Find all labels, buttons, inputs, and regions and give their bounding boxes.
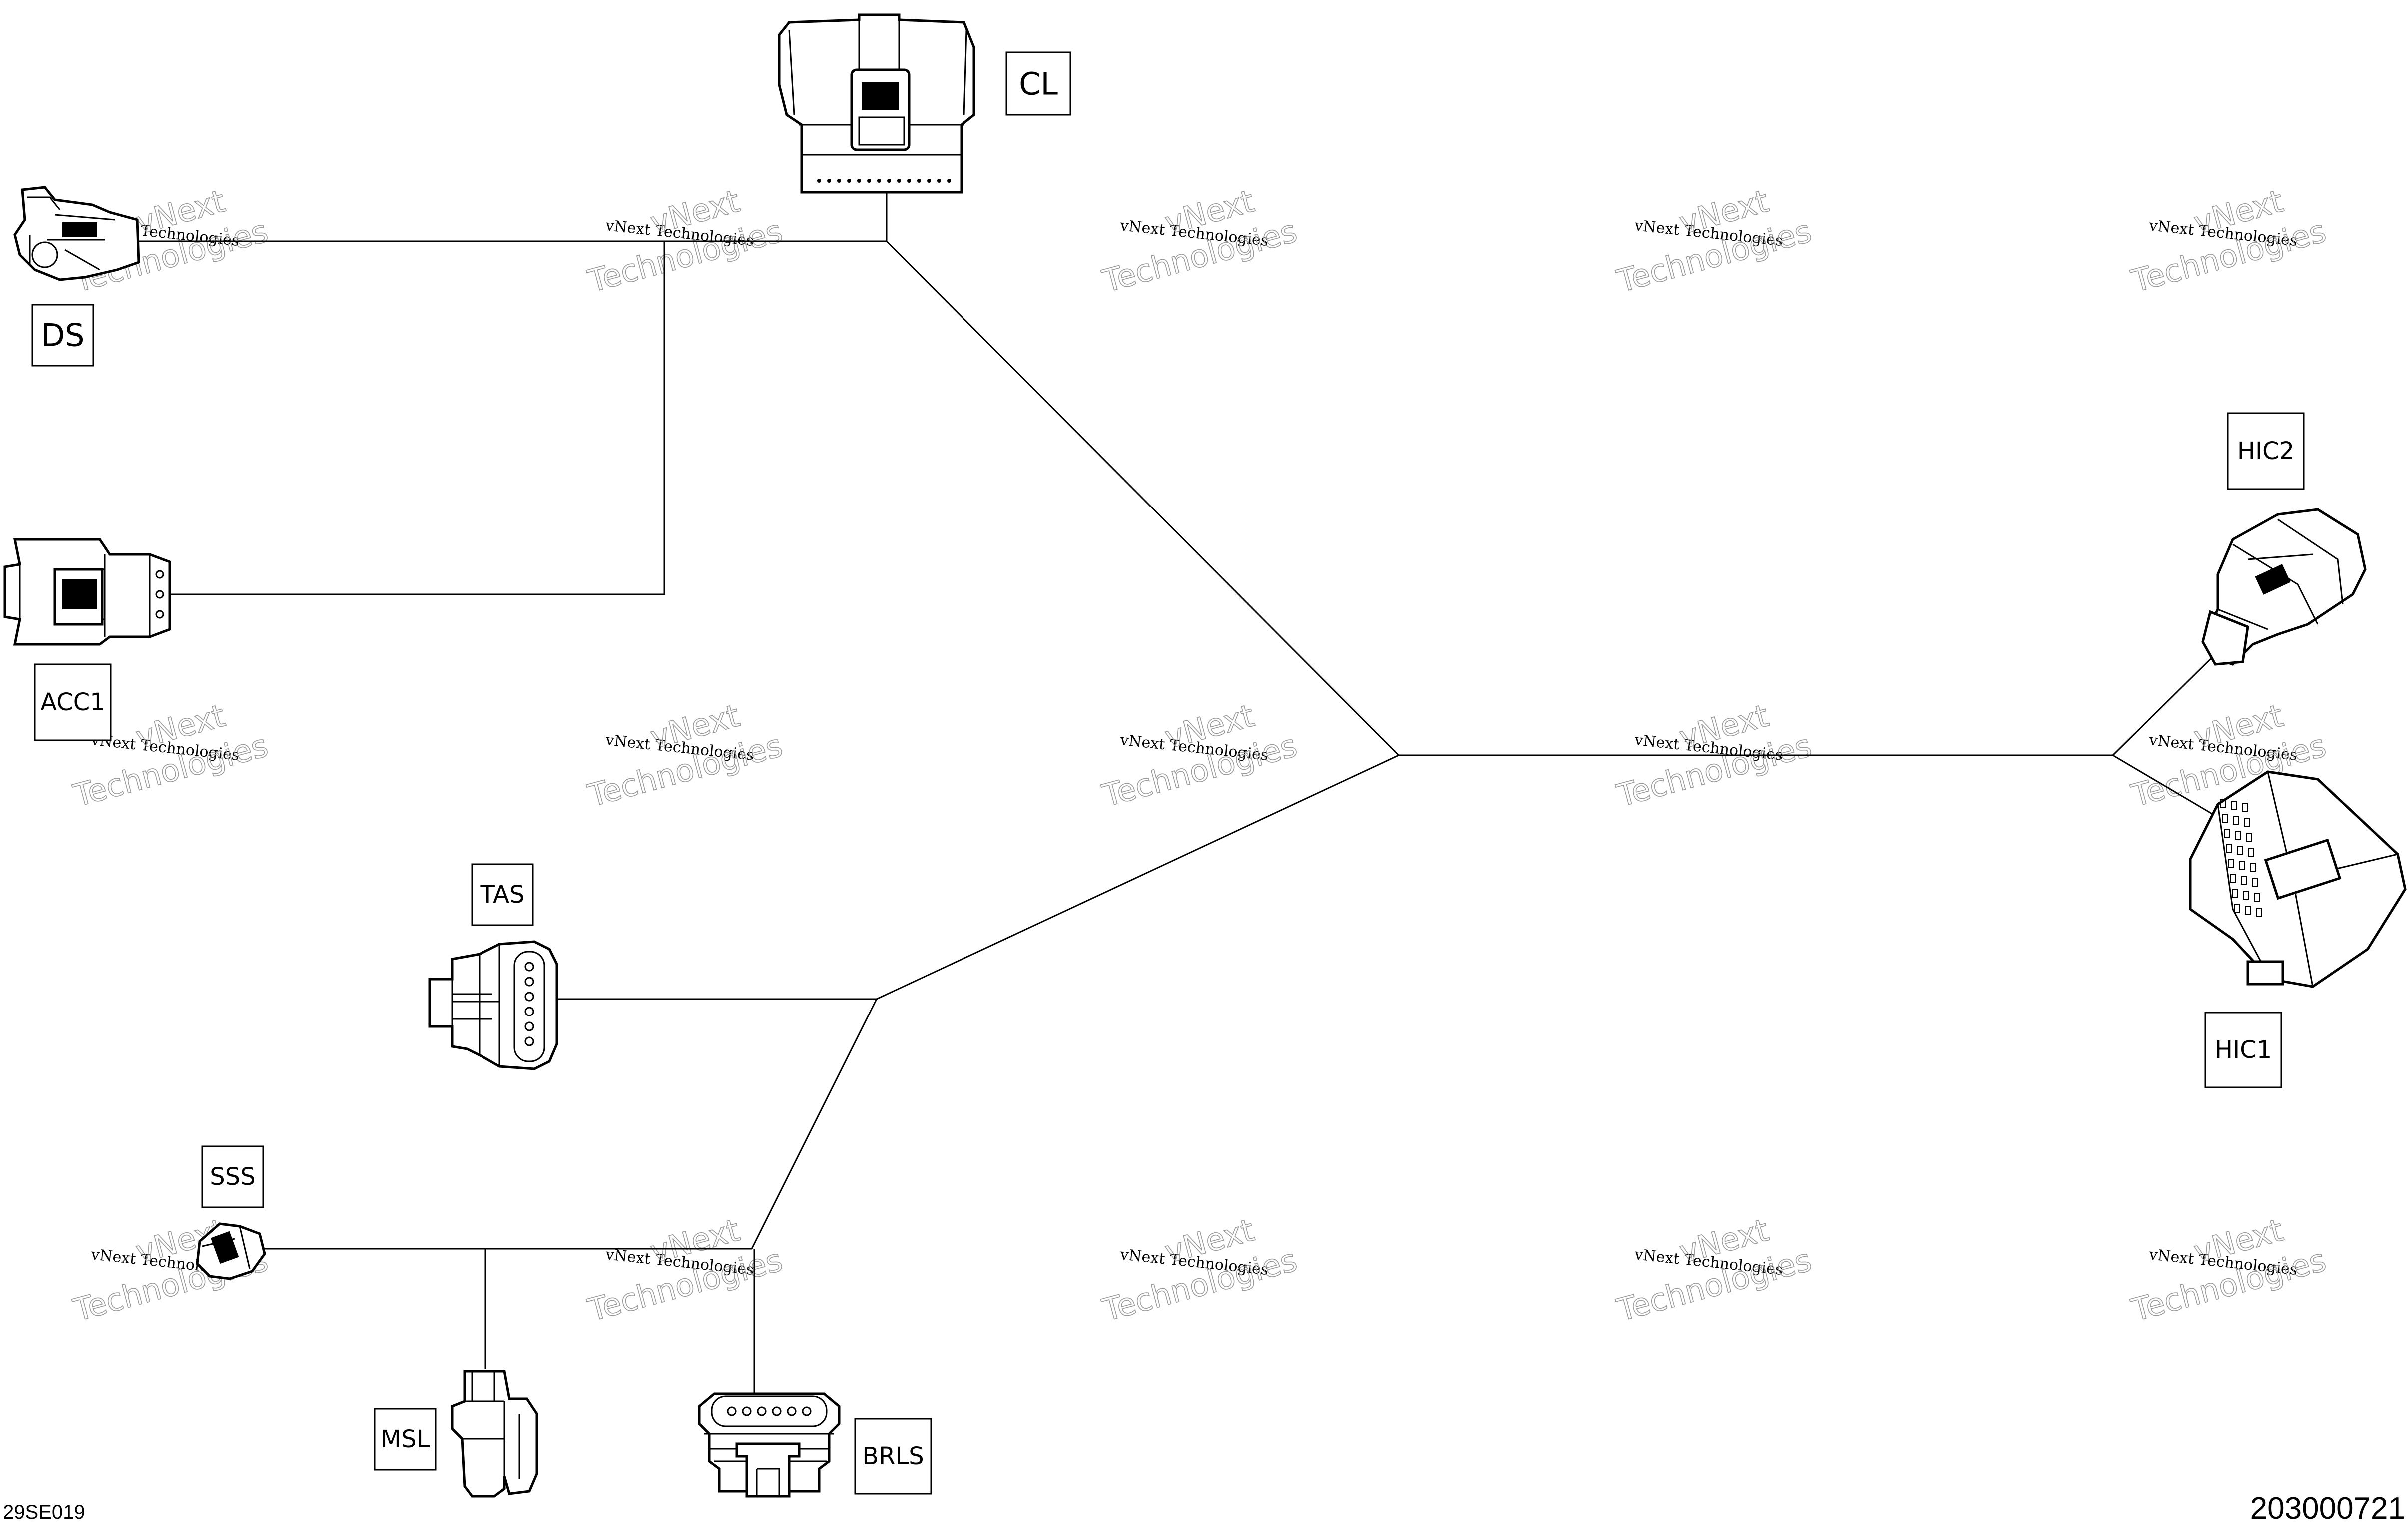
tas-pin: [524, 1036, 534, 1046]
label-brls-text: BRLS: [862, 1442, 924, 1470]
label-sss: SSS: [201, 1145, 264, 1208]
hic1-pin: [2246, 833, 2252, 842]
hic1-pin: [2243, 891, 2249, 900]
hic1-pin: [2234, 904, 2240, 913]
hic1-pin: [2242, 803, 2248, 812]
acc1-pin: [155, 610, 164, 619]
label-hic1-text: HIC1: [2215, 1036, 2272, 1064]
connector-ds: [13, 186, 140, 281]
label-hic2-text: HIC2: [2237, 437, 2294, 465]
label-ds: DS: [31, 304, 94, 367]
wire-lower-branch: [751, 999, 878, 1249]
wire-main-lower: [876, 754, 1399, 1000]
connector-hic1: [2189, 770, 2407, 988]
label-cl-text: CL: [1019, 66, 1058, 102]
hic1-pin: [2233, 816, 2239, 825]
brls-pin: [727, 1406, 737, 1416]
connector-tas: [428, 940, 558, 1070]
hic1-pin: [2237, 846, 2243, 855]
hic1-pin: [2232, 889, 2238, 898]
brls-pin: [772, 1406, 782, 1416]
connector-brls: [698, 1392, 841, 1498]
label-hic1: HIC1: [2204, 1012, 2282, 1088]
brls-pin: [757, 1406, 767, 1416]
tas-pin: [524, 992, 534, 1002]
label-acc1: ACC1: [34, 663, 112, 741]
hic1-pin: [2239, 861, 2245, 870]
label-tas-text: TAS: [480, 881, 525, 909]
hic1-pin: [2241, 876, 2247, 885]
hic1-pin: [2226, 844, 2232, 853]
wire-acc1: [170, 241, 665, 595]
hic1-pin: [2254, 893, 2260, 902]
wire-main-upper: [886, 240, 1400, 756]
acc1-pin: [155, 570, 164, 579]
label-brls: BRLS: [854, 1418, 932, 1495]
cl-pin: [877, 179, 881, 183]
cl-pin: [857, 179, 861, 183]
hic1-pin: [2244, 818, 2250, 827]
hic1-pin: [2230, 874, 2236, 883]
connector-cl: [778, 13, 975, 194]
cl-pin: [917, 179, 921, 183]
wire-hic1: [2112, 754, 2213, 815]
connector-hic2: [2201, 508, 2367, 666]
cl-pin: [897, 179, 901, 183]
hic1-pin: [2228, 859, 2234, 868]
tas-pin: [524, 977, 534, 987]
brls-pin: [802, 1406, 812, 1416]
brls-pin: [742, 1406, 752, 1416]
hic1-pin: [2248, 848, 2254, 857]
tas-pin: [524, 1021, 534, 1031]
hic1-pin: [2224, 829, 2230, 838]
connector-sss: [196, 1222, 266, 1280]
wire-hic2: [2112, 648, 2221, 756]
cl-pin: [937, 179, 941, 183]
cl-pin: [817, 179, 821, 183]
label-tas: TAS: [471, 863, 534, 926]
brls-pin: [787, 1406, 797, 1416]
cl-pin: [847, 179, 851, 183]
hic1-pin: [2231, 801, 2237, 810]
label-cl: CL: [1005, 51, 1071, 116]
cl-pin: [827, 179, 831, 183]
label-msl-text: MSL: [381, 1425, 430, 1453]
tas-pin: [524, 1007, 534, 1016]
harness-wires: [134, 170, 2221, 1394]
hic1-pin: [2222, 814, 2228, 823]
label-msl: MSL: [374, 1408, 437, 1471]
tas-pin: [524, 962, 534, 972]
label-sss-text: SSS: [210, 1163, 255, 1191]
connector-acc1: [3, 538, 171, 646]
cl-pin: [947, 179, 951, 183]
cl-pin: [867, 179, 871, 183]
footer-left-code: 29SE019: [3, 1501, 85, 1522]
hic1-pin: [2250, 863, 2256, 872]
hic1-pin: [2256, 908, 2262, 917]
label-ds-text: DS: [41, 317, 84, 354]
hic1-pin: [2245, 906, 2251, 915]
footer-right-code: 203000721: [2250, 1491, 2405, 1522]
cl-pin: [927, 179, 931, 183]
hic1-pin: [2220, 799, 2226, 808]
hic1-pin: [2235, 831, 2241, 840]
cl-pin: [887, 179, 891, 183]
connector-msl: [451, 1370, 538, 1498]
hic1-pin: [2252, 878, 2258, 887]
cl-pin: [907, 179, 911, 183]
acc1-pin: [155, 590, 164, 599]
label-hic2: HIC2: [2227, 412, 2305, 490]
cl-pin: [837, 179, 841, 183]
label-acc1-text: ACC1: [40, 688, 105, 716]
